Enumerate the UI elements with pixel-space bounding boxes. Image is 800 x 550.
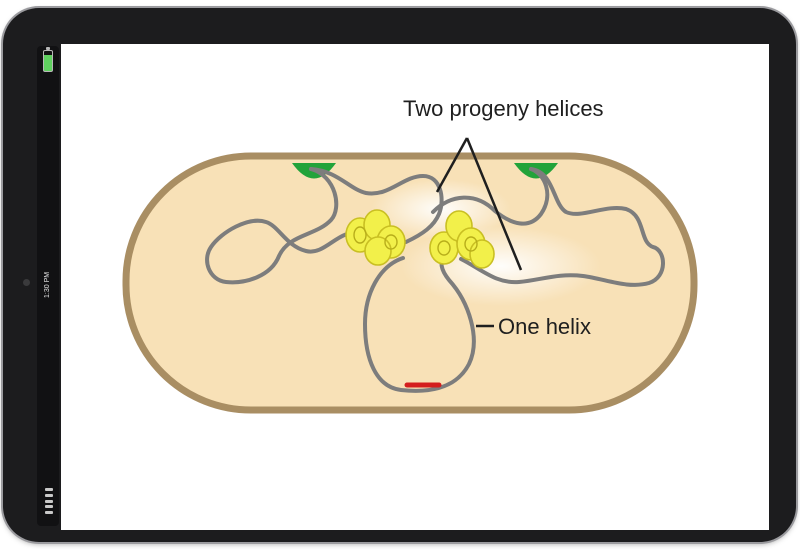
tablet-frame: 1:30 PM bbox=[3, 8, 796, 542]
signal-icon bbox=[45, 488, 53, 514]
dna-strand-left-progeny bbox=[205, 167, 363, 285]
pointer-line bbox=[465, 137, 523, 271]
dna-replication-diagram: Two progeny helices One helix bbox=[122, 96, 698, 414]
dna-strand-upper-progeny bbox=[309, 167, 444, 244]
camera-icon bbox=[23, 279, 30, 286]
dna-strand-right-progeny bbox=[459, 167, 665, 287]
dna-strand-one-helix-loop bbox=[363, 252, 476, 393]
one-helix-label: One helix bbox=[498, 314, 591, 339]
status-time: 1:30 PM bbox=[44, 271, 51, 299]
two-progeny-helices-label: Two progeny helices bbox=[403, 96, 604, 121]
screen: Two progeny helices One helix bbox=[61, 44, 769, 530]
replication-enzyme-right-4 bbox=[469, 239, 495, 269]
dna-strand-crossover bbox=[431, 167, 550, 226]
battery-icon bbox=[43, 47, 53, 72]
pointer-line bbox=[435, 137, 469, 193]
replication-enzyme-left-4 bbox=[364, 236, 392, 266]
cell-membrane bbox=[122, 152, 698, 414]
status-bar bbox=[37, 46, 59, 526]
